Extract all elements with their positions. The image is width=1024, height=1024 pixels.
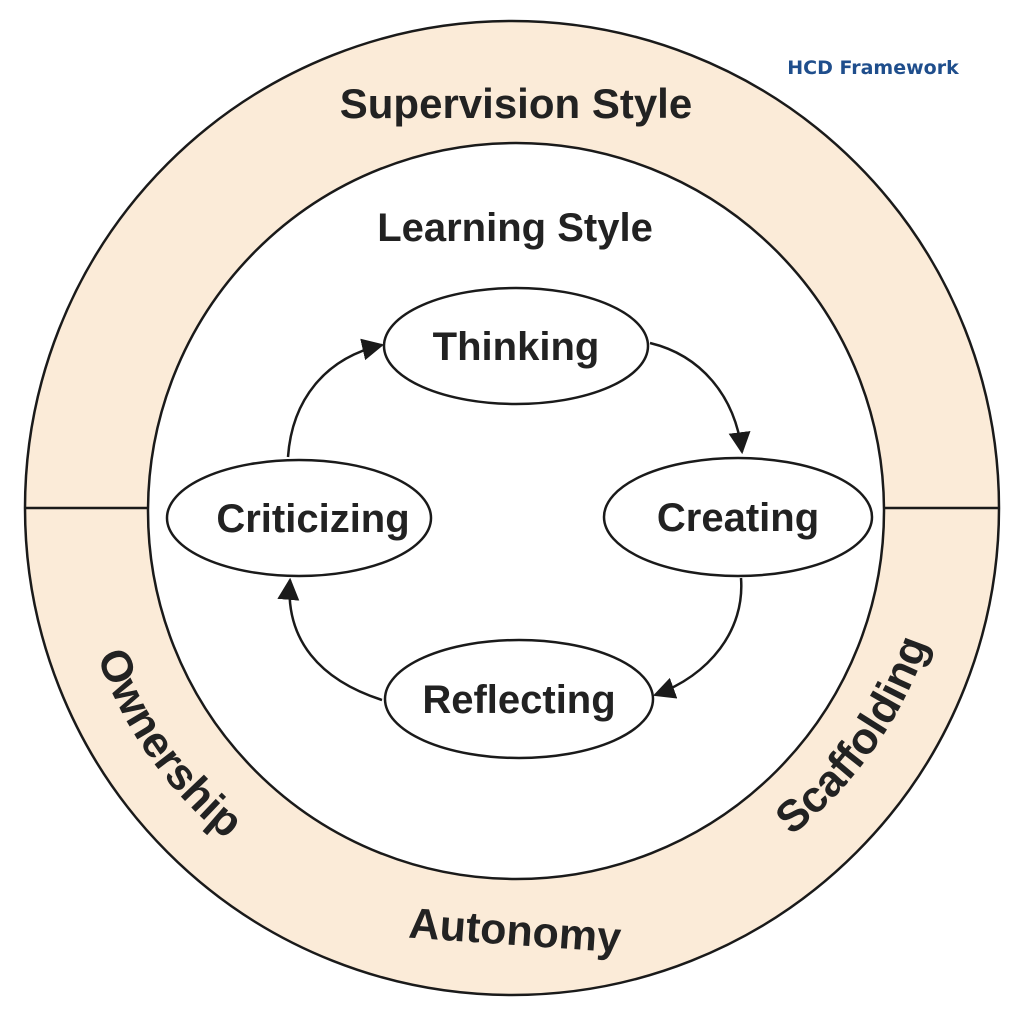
node-creating: Creating (602, 456, 874, 578)
arrow-criticizing-to-thinking (286, 338, 385, 458)
arrow-reflecting-to-criticizing (277, 577, 383, 702)
node-thinking-shape (382, 286, 650, 406)
corner-label: HCD Framework (787, 57, 959, 79)
node-reflecting: Reflecting (383, 638, 655, 760)
node-creating-shape (602, 456, 874, 578)
supervision-style-label: Supervision Style (340, 80, 692, 127)
node-criticizing-shape (165, 458, 433, 578)
node-creating-label: Creating (657, 496, 819, 540)
node-criticizing-label: Criticizing (216, 497, 409, 541)
inner-circle (146, 141, 886, 881)
node-thinking-label: Thinking (433, 325, 600, 369)
arrow-thinking-to-creating (649, 341, 751, 455)
node-reflecting-label: Reflecting (422, 678, 615, 722)
learning-style-label: Learning Style (377, 206, 653, 250)
node-thinking: Thinking (382, 286, 650, 406)
node-criticizing: Criticizing (165, 458, 433, 578)
node-reflecting-shape (383, 638, 655, 760)
arrow-creating-to-reflecting (652, 577, 743, 699)
